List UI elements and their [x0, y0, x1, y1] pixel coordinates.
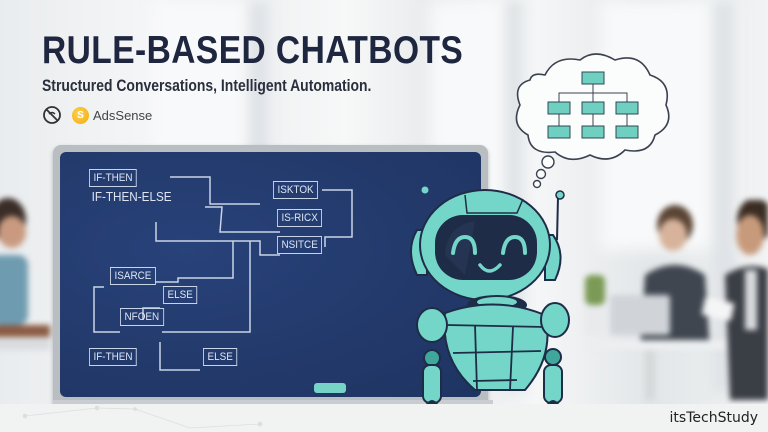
page-subtitle: Structured Conversations, Intelligent Au…	[42, 76, 372, 95]
flowchart-connectors	[93, 176, 353, 371]
network-pattern	[22, 405, 263, 429]
eraser	[314, 383, 346, 393]
flow-node: ELSE	[163, 286, 198, 304]
adsense-label: AdsSense	[93, 107, 153, 123]
footer-strip	[0, 404, 768, 432]
background-people-right	[585, 200, 768, 400]
badge-row: S AdsSense	[42, 105, 152, 125]
flow-node: ISARCE	[110, 267, 156, 285]
brand-watermark: itsTechStudy	[669, 410, 758, 426]
flow-node: IF-THEN	[89, 348, 138, 366]
flow-node: IF-THEN-ELSE	[91, 189, 172, 204]
flow-node: ELSE	[203, 348, 238, 366]
robot-illustration	[410, 186, 570, 407]
page-title: RULE-BASED CHATBOTS	[42, 29, 464, 72]
whiteboard: IF-THEN IF-THEN-ELSE ISKTOK IS-RICX NSIT…	[60, 152, 481, 397]
flow-node: ISKTOK	[273, 181, 319, 199]
flow-node: NSITCE	[277, 236, 323, 254]
flow-node: IS-RICX	[277, 209, 323, 227]
flow-node: IF-THEN	[89, 169, 138, 187]
thought-bubble	[515, 53, 670, 189]
background-person-left	[0, 198, 50, 350]
adsense-coin-icon: S	[72, 106, 89, 124]
no-entry-icon	[43, 106, 61, 124]
flow-node: NFOEN	[120, 308, 164, 326]
